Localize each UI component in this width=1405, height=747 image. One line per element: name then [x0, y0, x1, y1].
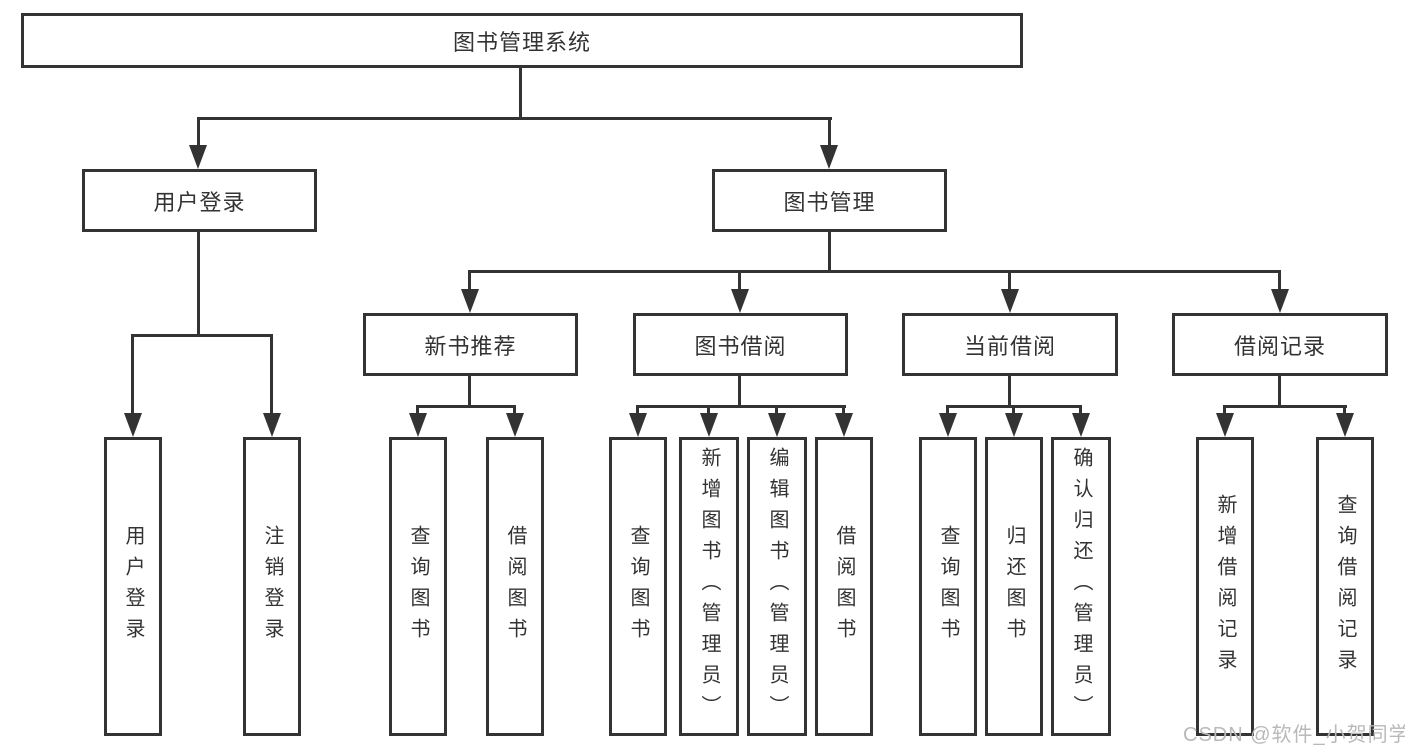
connector-v-book-borrow [738, 376, 741, 408]
leaf-user-login: 用户登录 [104, 437, 162, 736]
connector-h-borrow-records [1223, 405, 1347, 408]
arrowhead-down [506, 413, 524, 437]
node-label: 新增图书（管理员） [698, 447, 720, 726]
connector-stem [946, 407, 949, 416]
arrowhead-down [835, 413, 853, 437]
leaf-add-borrow-record: 新增借阅记录 [1196, 437, 1254, 736]
node-label: 查询图书 [627, 524, 649, 649]
arrowhead-down [1336, 413, 1354, 437]
node-label: 图书借阅 [694, 333, 787, 359]
node-label: 查询借阅记录 [1334, 493, 1356, 680]
node-label: 用户登录 [153, 189, 246, 215]
arrowhead-down [263, 413, 281, 437]
arrowhead-down [939, 413, 957, 437]
connector-stem [197, 119, 200, 147]
connector-stem [1223, 407, 1226, 416]
leaf-borrow-books-recommend: 借阅图书 [486, 437, 544, 736]
arrowhead-down [629, 413, 647, 437]
connector-v-new-books [468, 376, 471, 408]
arrowhead-down [1271, 289, 1289, 313]
connector-stem [828, 119, 831, 147]
connector-v-user-login [197, 232, 200, 337]
connector-stem [1278, 272, 1281, 291]
node-label: 当前借阅 [963, 333, 1056, 359]
leaf-query-books-borrow: 查询图书 [609, 437, 667, 736]
node-library-management-system: 图书管理系统 [21, 13, 1023, 68]
leaf-return-book: 归还图书 [985, 437, 1043, 736]
leaf-query-books-current: 查询图书 [919, 437, 977, 736]
node-current-borrowing: 当前借阅 [902, 313, 1118, 376]
arrowhead-down [1005, 413, 1023, 437]
node-label: 查询图书 [937, 524, 959, 649]
arrowhead-down [1001, 289, 1019, 313]
arrowhead-down [1072, 413, 1090, 437]
node-label: 图书管理 [783, 189, 876, 215]
node-label: 新书推荐 [424, 333, 517, 359]
leaf-query-borrow-record: 查询借阅记录 [1316, 437, 1374, 736]
node-new-book-recommendation: 新书推荐 [363, 313, 578, 376]
node-label: 注销登录 [261, 524, 283, 649]
node-book-management: 图书管理 [712, 169, 947, 232]
node-label: 确认归还（管理员） [1070, 447, 1092, 726]
connector-v-book-mgmt [828, 232, 831, 272]
connector-v-current-borrow [1008, 376, 1011, 408]
connector-h-book-borrow [636, 405, 846, 408]
connector-h-current-borrow [946, 405, 1082, 408]
node-label: 编辑图书（管理员） [766, 447, 788, 726]
node-label: 借阅图书 [504, 524, 526, 649]
connector-v-root [519, 68, 522, 120]
arrowhead-down [409, 413, 427, 437]
connector-stem [775, 407, 778, 416]
connector-stem [636, 407, 639, 416]
node-label: 图书管理系统 [452, 29, 591, 55]
connector-stem [842, 407, 845, 416]
arrowhead-down [1216, 413, 1234, 437]
arrowhead-down [461, 289, 479, 313]
connector-stem [1008, 272, 1011, 291]
arrowhead-down [768, 413, 786, 437]
leaf-logout: 注销登录 [243, 437, 301, 736]
arrowhead-down [820, 145, 838, 169]
connector-stem [416, 407, 419, 416]
arrowhead-down [700, 413, 718, 437]
node-label: 新增借阅记录 [1214, 493, 1236, 680]
node-label: 借阅记录 [1233, 333, 1326, 359]
connector-stem [1079, 407, 1082, 416]
connector-h-new-books [416, 405, 516, 408]
connector-stem [513, 407, 516, 416]
connector-stem [1343, 407, 1346, 416]
connector-stem [707, 407, 710, 416]
connector-stem [131, 336, 134, 415]
node-borrowing-records: 借阅记录 [1172, 313, 1388, 376]
arrowhead-down [731, 289, 749, 313]
connector-h-user-login [131, 334, 273, 337]
arrowhead-down [189, 145, 207, 169]
leaf-query-books-recommend: 查询图书 [389, 437, 447, 736]
node-user-login: 用户登录 [82, 169, 317, 232]
leaf-borrow-books: 借阅图书 [815, 437, 873, 736]
connector-h-level3 [468, 270, 1281, 273]
connector-stem [738, 272, 741, 291]
leaf-add-book-admin: 新增图书（管理员） [679, 437, 739, 736]
connector-stem [1012, 407, 1015, 416]
node-label: 查询图书 [407, 524, 429, 649]
node-label: 用户登录 [122, 524, 144, 649]
connector-h-level2 [197, 117, 832, 120]
watermark: CSDN @软件_小贺同学 [1183, 724, 1405, 746]
arrowhead-down [124, 413, 142, 437]
connector-v-borrow-records [1278, 376, 1281, 408]
leaf-edit-book-admin: 编辑图书（管理员） [747, 437, 807, 736]
node-book-borrowing: 图书借阅 [633, 313, 848, 376]
leaf-confirm-return-admin: 确认归还（管理员） [1051, 437, 1111, 736]
node-label: 借阅图书 [833, 524, 855, 649]
node-label: 归还图书 [1003, 524, 1025, 649]
connector-stem [468, 272, 471, 291]
connector-stem [270, 336, 273, 415]
